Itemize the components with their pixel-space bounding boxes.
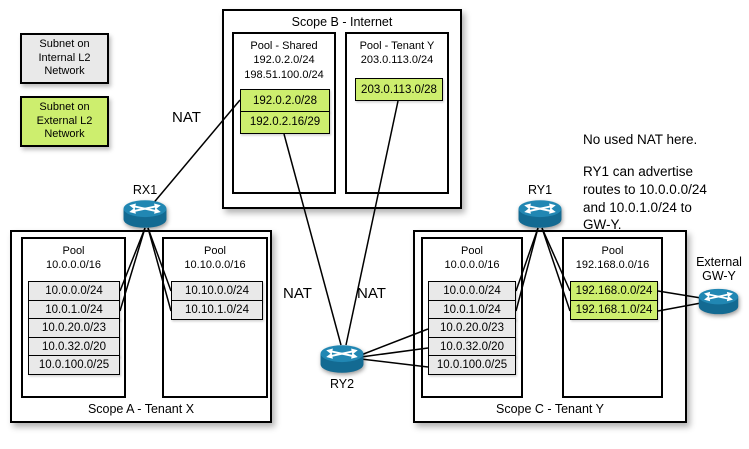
- subnet-box: 192.168.0.0/24: [570, 281, 658, 301]
- pool-a-right-subnets: 10.10.0.0/24 10.10.1.0/24: [171, 281, 263, 320]
- subnet-box: 192.0.2.0/28: [240, 89, 330, 112]
- pool-a-left: Pool 10.0.0.0/16 10.0.0.0/24 10.0.1.0/24…: [21, 237, 126, 398]
- subnet-box: 192.168.1.0/24: [570, 299, 658, 320]
- scope-a-tenant-x: Pool 10.0.0.0/16 10.0.0.0/24 10.0.1.0/24…: [10, 230, 272, 423]
- scope-c-tenant-y: Pool 10.0.0.0/16 10.0.0.0/24 10.0.1.0/24…: [413, 230, 687, 423]
- pool-a-left-title: Pool 10.0.0.0/16: [45, 245, 102, 272]
- scope-a-title: Scope A - Tenant X: [87, 402, 195, 416]
- scope-c-title: Scope C - Tenant Y: [496, 402, 604, 416]
- subnet-box: 10.0.32.0/20: [428, 336, 516, 357]
- subnet-box: 10.0.0.0/24: [428, 281, 516, 301]
- subnet-box: 192.0.2.16/29: [240, 110, 330, 134]
- scope-b-internet: Scope B - Internet Pool - Shared 192.0.2…: [222, 9, 462, 209]
- pool-c-right-subnets: 192.168.0.0/24 192.168.1.0/24: [570, 281, 658, 320]
- pool-c-left: Pool 10.0.0.0/16 10.0.0.0/24 10.0.1.0/24…: [421, 237, 523, 398]
- pool-shared-title: Pool - Shared 192.0.2.0/24 198.51.100.0/…: [244, 40, 324, 81]
- pool-c-left-title: Pool 10.0.0.0/16: [444, 245, 500, 272]
- router-ry1-icon: [517, 197, 563, 231]
- pool-c-left-subnets: 10.0.0.0/24 10.0.1.0/24 10.0.20.0/23 10.…: [428, 281, 516, 375]
- subnet-box: 10.0.1.0/24: [428, 299, 516, 320]
- pool-shared-subnets: 192.0.2.0/28 192.0.2.16/29: [240, 89, 330, 134]
- pool-tenant-y: Pool - Tenant Y 203.0.113.0/24 203.0.113…: [345, 32, 449, 194]
- pool-a-right: Pool 10.10.0.0/16 10.10.0.0/24 10.10.1.0…: [162, 237, 268, 398]
- pool-tenant-y-subnets: 203.0.113.0/28: [355, 78, 443, 101]
- subnet-box: 10.0.100.0/25: [28, 355, 120, 375]
- router-gwy-icon: [697, 286, 740, 317]
- legend-internal-subnet: Subnet on Internal L2 Network: [20, 33, 109, 84]
- pool-c-right-title: Pool 192.168.0.0/16: [575, 245, 650, 272]
- router-ry2-label: RY2: [329, 377, 355, 391]
- subnet-box: 10.10.0.0/24: [171, 281, 263, 301]
- pool-c-right: Pool 192.168.0.0/16 192.168.0.0/24 192.1…: [562, 237, 663, 398]
- legend-external-subnet: Subnet on External L2 Network: [20, 96, 109, 147]
- router-rx1-icon: [122, 197, 168, 231]
- nat-label-ry2-right: NAT: [357, 285, 386, 302]
- nat-label-rx1: NAT: [172, 109, 201, 126]
- note-no-nat: No used NAT here.: [583, 132, 698, 147]
- router-rx1-label: RX1: [132, 183, 158, 197]
- pool-a-left-subnets: 10.0.0.0/24 10.0.1.0/24 10.0.20.0/23 10.…: [28, 281, 120, 375]
- scope-b-title: Scope B - Internet: [291, 15, 393, 29]
- subnet-box: 10.0.1.0/24: [28, 299, 120, 320]
- subnet-box: 10.0.0.0/24: [28, 281, 120, 301]
- router-ry1-label: RY1: [527, 183, 553, 197]
- pool-tenant-y-title: Pool - Tenant Y 203.0.113.0/24: [359, 40, 435, 67]
- router-ry2-icon: [319, 342, 365, 376]
- nat-label-ry2-left: NAT: [283, 285, 312, 302]
- subnet-box: 10.0.32.0/20: [28, 336, 120, 357]
- subnet-box: 203.0.113.0/28: [355, 78, 443, 101]
- pool-a-right-title: Pool 10.10.0.0/16: [184, 245, 246, 272]
- subnet-box: 10.0.20.0/23: [428, 318, 516, 338]
- router-gwy-label: External GW-Y: [696, 255, 742, 284]
- note-ry1-advertise: RY1 can advertise routes to 10.0.0.0/24 …: [583, 164, 707, 233]
- subnet-box: 10.0.100.0/25: [428, 355, 516, 375]
- subnet-box: 10.10.1.0/24: [171, 299, 263, 320]
- pool-shared: Pool - Shared 192.0.2.0/24 198.51.100.0/…: [232, 32, 336, 194]
- subnet-box: 10.0.20.0/23: [28, 318, 120, 338]
